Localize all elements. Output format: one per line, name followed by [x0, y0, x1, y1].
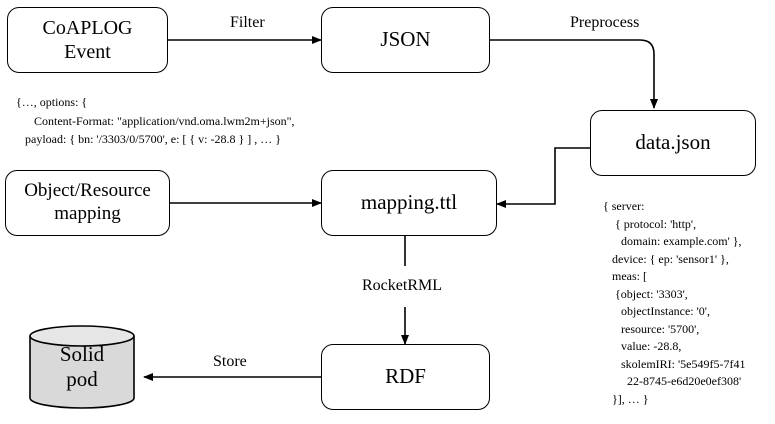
- data-json-node: data.json: [590, 110, 756, 176]
- snippet-line: {…, options: {: [16, 95, 88, 109]
- snippet-line: meas: [: [603, 269, 647, 283]
- snippet-line: { server:: [603, 199, 645, 213]
- snippet-line: payload: { bn: '/3303/0/5700', e: [ { v:…: [16, 132, 282, 146]
- mapping-ttl-node: mapping.ttl: [321, 170, 497, 236]
- snippet-line: objectInstance: '0',: [603, 304, 710, 318]
- json-node: JSON: [321, 7, 490, 73]
- snippet-line: 22-8745-e6d20e0ef308': [603, 374, 742, 388]
- data-json-label: data.json: [635, 130, 711, 155]
- coaplog-event-label: CoAPLOG Event: [42, 17, 133, 63]
- snippet-line: device: { ep: 'sensor1' },: [603, 251, 729, 266]
- snippet-line: domain: example.com' },: [603, 234, 742, 248]
- solid-pod-label: Solid pod: [59, 342, 105, 391]
- object-resource-mapping-node: Object/Resource mapping: [5, 170, 170, 236]
- coaplog-event-node: CoAPLOG Event: [7, 7, 168, 73]
- store-edge-label: Store: [213, 353, 247, 370]
- edge-data-to-mapping-arrow: [496, 147, 590, 208]
- snippet-line: { protocol: 'http',: [603, 216, 697, 231]
- data-json-snippet: { server: { protocol: 'http', domain: ex…: [603, 198, 745, 408]
- rdf-node: RDF: [321, 344, 490, 410]
- coap-event-snippet: {…, options: { Content-Format: "applicat…: [16, 93, 295, 149]
- object-resource-mapping-label: Object/Resource mapping: [24, 180, 151, 224]
- filter-edge-label: Filter: [230, 14, 265, 31]
- mapping-ttl-label: mapping.ttl: [360, 190, 458, 215]
- snippet-line: {object: '3303',: [603, 286, 688, 301]
- snippet-line: resource: '5700',: [603, 321, 700, 336]
- rdf-label: RDF: [385, 364, 426, 389]
- edge-preprocess-arrow: [490, 39, 658, 109]
- snippet-line: }], … }: [603, 391, 649, 406]
- snippet-line: Content-Format: "application/vnd.oma.lwm…: [16, 113, 295, 128]
- snippet-line: value: -28.8,: [603, 339, 682, 353]
- json-label: JSON: [380, 27, 431, 52]
- solid-pod-cylinder: [29, 325, 135, 409]
- rocketrml-edge-label: RocketRML: [362, 277, 442, 295]
- snippet-line: skolemIRI: '5e549f5-7f41: [603, 356, 746, 371]
- preprocess-edge-label: Preprocess: [570, 14, 640, 31]
